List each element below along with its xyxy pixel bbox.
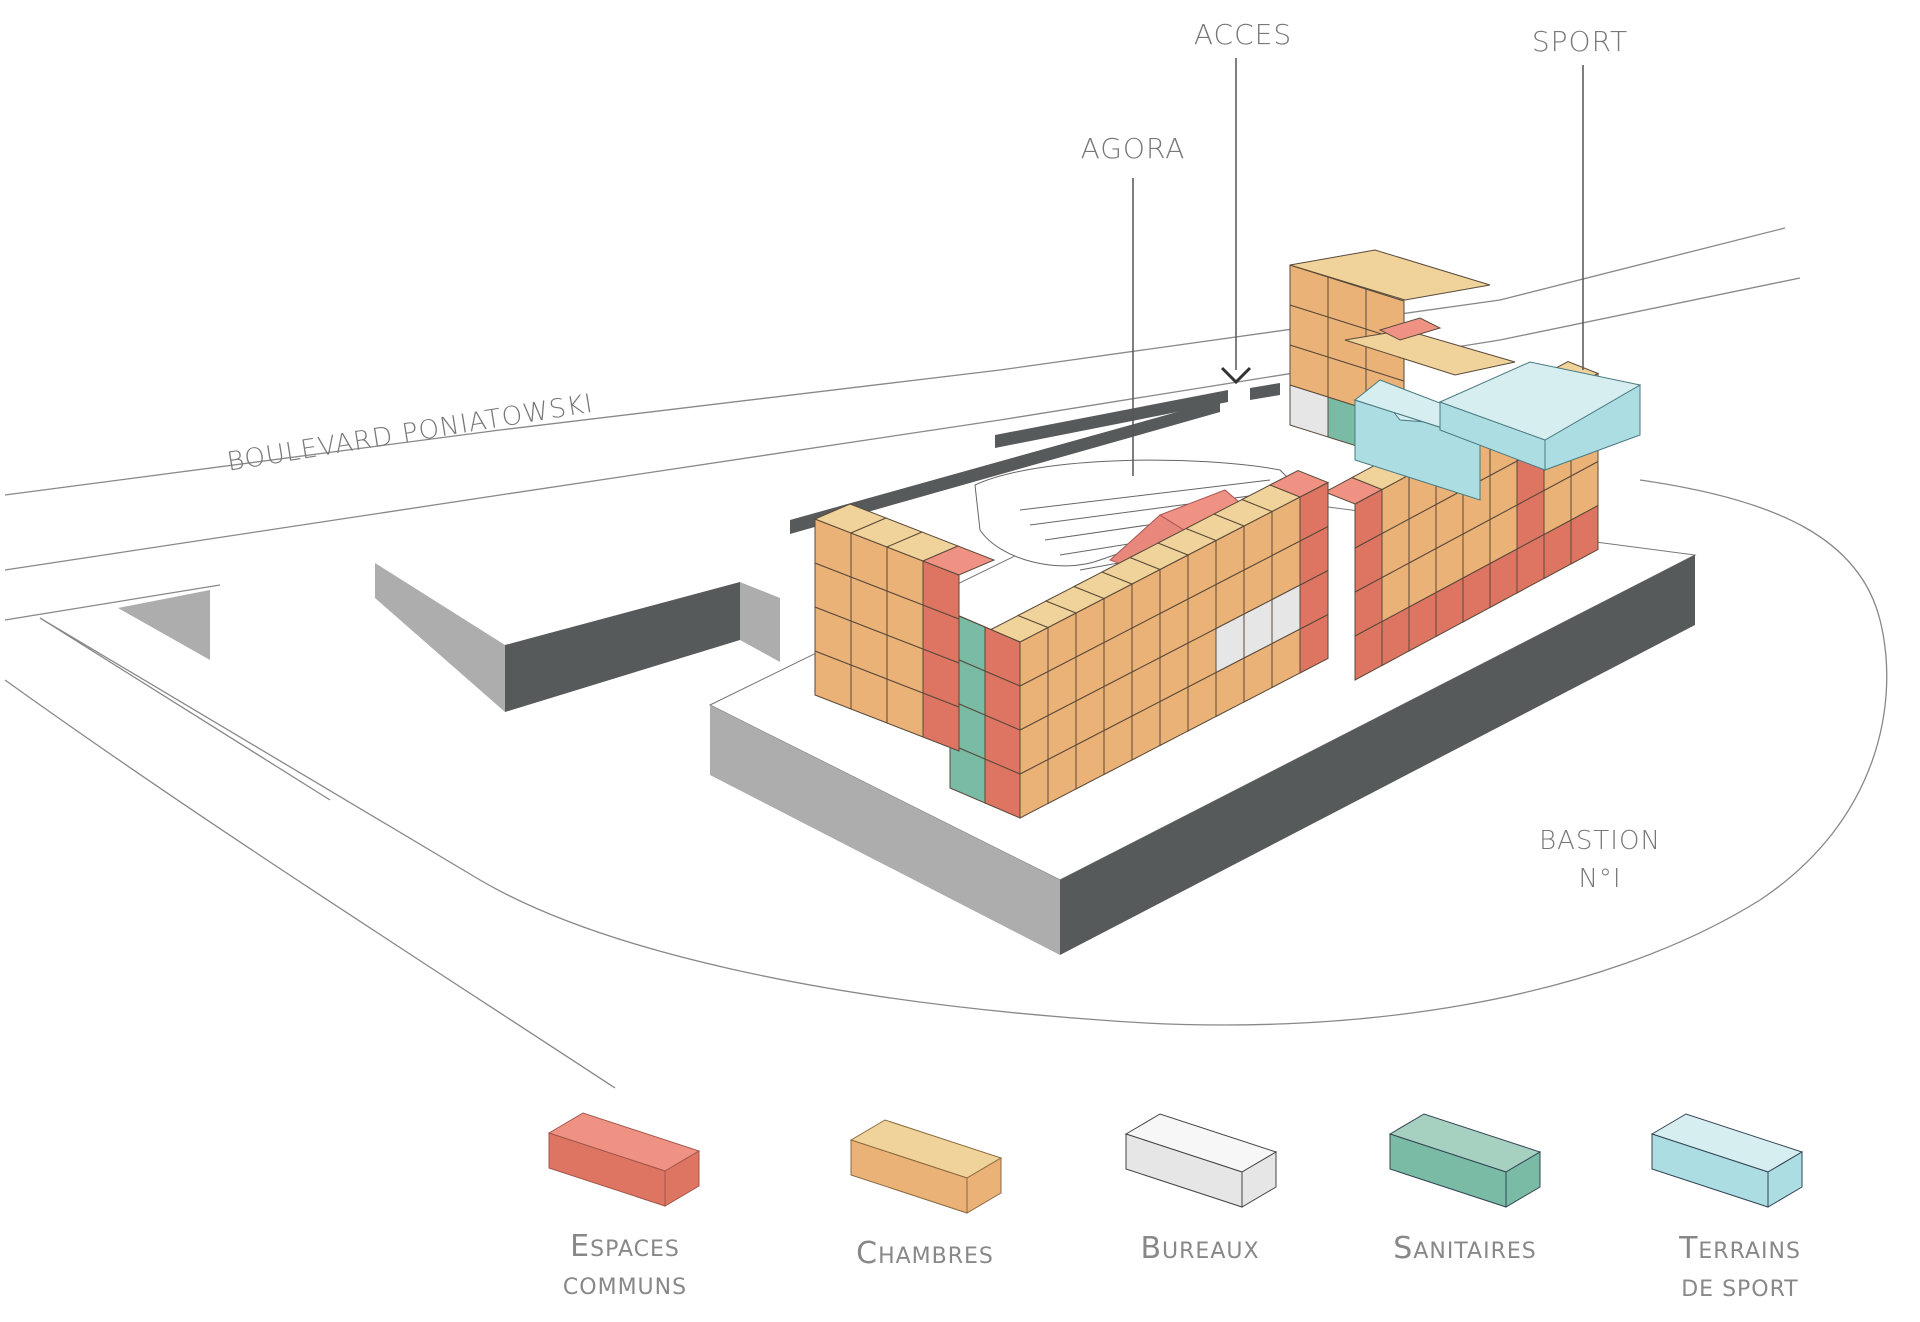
legend-swatch-terrains-de-sport-side: [1767, 1151, 1803, 1208]
boulevard-edge-2: [4, 277, 1801, 571]
legend-swatch-bureaux: [1124, 1113, 1278, 1208]
block-top-chambres: [1344, 329, 1516, 376]
callout-acces: ACCES: [1193, 18, 1293, 51]
legend-swatch-sanitaires-side: [1505, 1151, 1541, 1208]
legend-swatches: [547, 1112, 1804, 1214]
legend-swatch-sanitaires: [1388, 1113, 1542, 1208]
callout-lines: [1132, 58, 1584, 476]
road-curb-1: [39, 617, 331, 801]
plinth-side-dark: [1060, 555, 1695, 955]
legend-label-espaces-communs: ESPACES COMMUNS: [562, 1229, 688, 1300]
legend-swatch-bureaux-side: [1241, 1151, 1277, 1208]
boulevard-lines: [4, 227, 1888, 1089]
legend-label-chambres: CHAMBRES: [856, 1236, 994, 1271]
block-top-espaces-communs: [921, 545, 996, 576]
block-top-terrains: [1438, 361, 1642, 441]
retaining-wall-light: [375, 563, 505, 712]
road-curb-2: [39, 479, 1888, 1026]
legend-swatch-chambres: [849, 1119, 1003, 1214]
legend-swatch-espaces-communs: [547, 1112, 701, 1207]
road-curb-3: [4, 679, 616, 1089]
agora-wall-3: [1250, 383, 1280, 400]
bastion-label-line1: BASTION: [1539, 826, 1661, 856]
access-arrow-icon: [1220, 366, 1252, 385]
retaining-wall-return: [740, 582, 780, 662]
block-top-chambres: [1365, 288, 1405, 302]
legend-label-sanitaires: SANITAIRES: [1393, 1231, 1537, 1266]
boulevard-edge-3: [4, 584, 221, 621]
legend-label-bureaux: BUREAUX: [1140, 1231, 1260, 1266]
block-top-chambres: [1289, 249, 1491, 301]
plinth-side-light: [710, 705, 1060, 955]
legend-label-terrains-de-sport: TERRAINS DE SPORT: [1679, 1231, 1801, 1302]
bastion-label: BASTION N°I: [1539, 822, 1661, 898]
block-top-espaces-communs: [1268, 469, 1330, 498]
retaining-wall-dark: [505, 582, 740, 712]
legend-swatch-chambres-side: [966, 1157, 1002, 1214]
bastion-label-line2: N°I: [1578, 864, 1622, 894]
legend-swatch-espaces-communs-side: [664, 1150, 700, 1207]
callout-sport: SPORT: [1531, 25, 1629, 58]
building-blocks: [813, 249, 1642, 819]
block-top-espaces-communs: [984, 626, 1021, 643]
boulevard-edge-1: [4, 227, 1786, 496]
agora-wall-2: [995, 390, 1228, 448]
agora-wall-1: [790, 400, 1220, 534]
block-top-espaces-communs: [1378, 317, 1442, 341]
wall-wedge: [118, 590, 210, 660]
legend-swatch-terrains-de-sport: [1650, 1113, 1804, 1208]
callout-agora: AGORA: [1080, 132, 1186, 165]
